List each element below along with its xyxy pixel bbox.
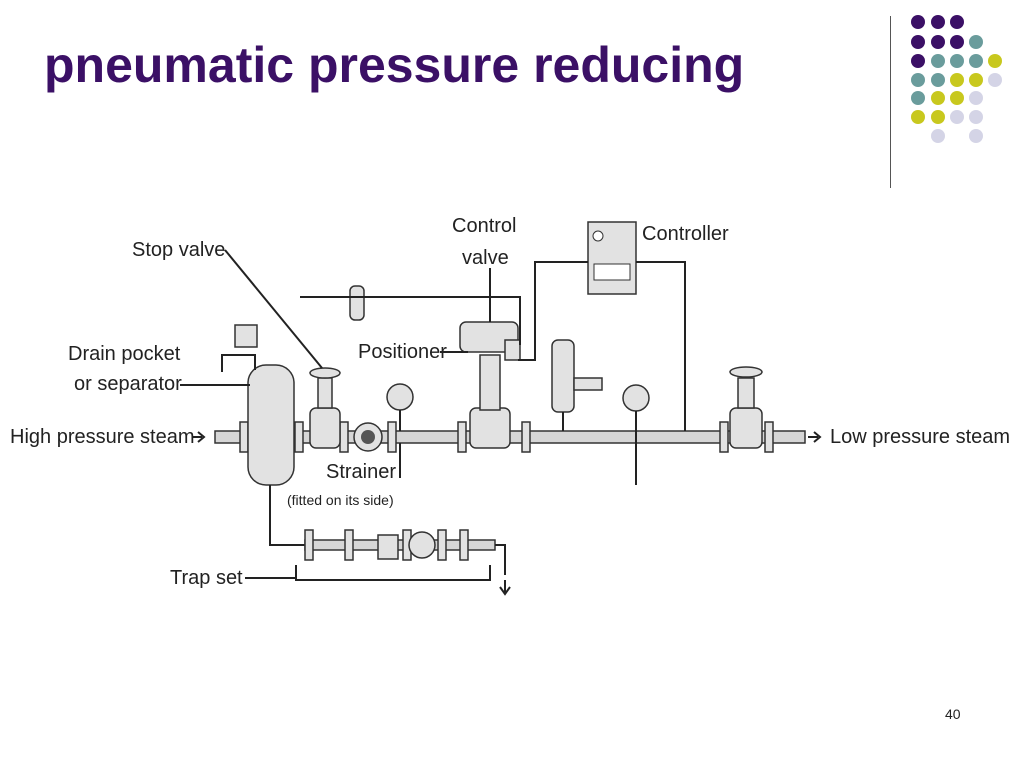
label-trap-set: Trap set	[170, 567, 243, 589]
decorative-dot	[931, 91, 945, 105]
label-positioner: Positioner	[358, 341, 447, 363]
label-high-pressure-steam: High pressure steam	[10, 426, 195, 448]
stop-valve-leader	[224, 249, 323, 369]
decorative-dot	[931, 35, 945, 49]
label-strainer: Strainer	[326, 461, 396, 483]
divider-line	[890, 16, 891, 188]
decorative-dot	[931, 73, 945, 87]
label-drain-pocket-line2: or separator	[74, 373, 182, 395]
decorative-dot	[950, 15, 964, 29]
label-control-valve-line2: valve	[462, 247, 509, 269]
decorative-dot	[969, 73, 983, 87]
decorative-dot	[988, 54, 1002, 68]
label-low-pressure-steam: Low pressure steam	[830, 426, 1010, 448]
decorative-dot	[911, 110, 925, 124]
decorative-dot	[911, 35, 925, 49]
drain-pocket-separator	[221, 324, 310, 546]
page-number: 40	[945, 706, 961, 722]
label-strainer-note: (fitted on its side)	[287, 492, 394, 508]
decorative-dot-grid	[911, 15, 1002, 143]
air-filter	[349, 285, 365, 321]
decorative-dot	[950, 35, 964, 49]
decorative-dot	[988, 73, 1002, 87]
decorative-dot	[911, 91, 925, 105]
outlet-arrow-icon	[808, 431, 822, 443]
decorative-dot	[911, 73, 925, 87]
decorative-dot	[911, 54, 925, 68]
air-supply-line	[300, 296, 521, 345]
strainer	[353, 422, 383, 452]
decorative-dot	[931, 15, 945, 29]
decorative-dot	[931, 54, 945, 68]
trap-set-bracket	[295, 565, 491, 581]
pressure-gauge-1	[386, 383, 414, 478]
controller-sensing-line	[636, 261, 686, 431]
pressure-gauge-2	[622, 384, 650, 485]
decorative-dot	[950, 91, 964, 105]
stop-valve-2	[729, 366, 763, 449]
label-control-valve-line1: Control	[452, 215, 516, 237]
decorative-dot	[969, 129, 983, 143]
decorative-dot	[969, 91, 983, 105]
label-stop-valve: Stop valve	[132, 239, 225, 261]
pipe-flanges	[239, 421, 774, 453]
control-valve	[459, 268, 521, 449]
label-controller: Controller	[642, 223, 729, 245]
decorative-dot	[950, 54, 964, 68]
decorative-dot	[931, 110, 945, 124]
decorative-dot	[969, 35, 983, 49]
controller-signal-line	[518, 261, 588, 361]
stop-valve-1	[309, 367, 341, 449]
controller-box	[587, 221, 637, 295]
decorative-dot	[969, 110, 983, 124]
decorative-dot	[950, 110, 964, 124]
decorative-dot	[969, 54, 983, 68]
inlet-arrow-icon	[192, 431, 206, 443]
decorative-dot	[931, 129, 945, 143]
decorative-dot	[911, 15, 925, 29]
label-drain-pocket-line1: Drain pocket	[68, 343, 181, 365]
trap-set	[295, 529, 506, 581]
steam-pressure-reducing-diagram: Stop valve Control valve Controller Drai…	[10, 215, 1010, 596]
slide-title: pneumatic pressure reducing	[44, 37, 745, 93]
decorative-dot	[950, 73, 964, 87]
safety-valve	[551, 339, 603, 431]
drain-arrow-icon	[499, 580, 511, 596]
